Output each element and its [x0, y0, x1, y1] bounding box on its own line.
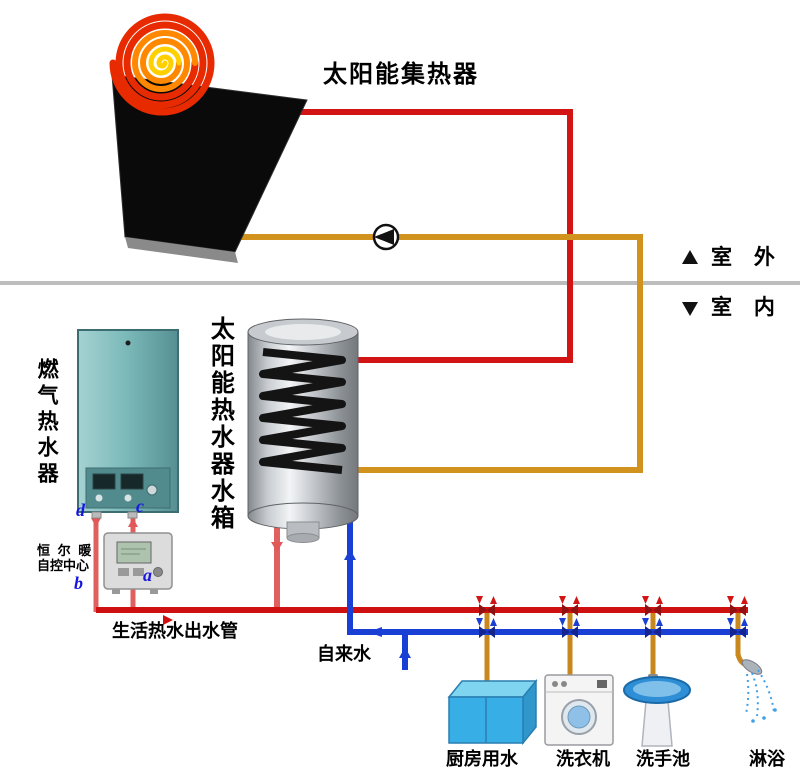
kitchen-sink: [447, 678, 538, 746]
arrow-right-hot-out: [163, 615, 173, 625]
tap-water-label: 自来水: [317, 644, 371, 664]
indoor-triangle-icon: [682, 302, 698, 316]
outdoor-triangle-icon: [682, 250, 698, 264]
arrow-down-tank-outlet: [271, 542, 283, 552]
control-center-label-line1: 恒 尔 暖: [37, 543, 94, 558]
arrow-down-port-d: [91, 518, 101, 527]
port-b-label: b: [74, 573, 83, 593]
port-c-label: c: [136, 496, 144, 516]
gas-heater-label: 燃气热水器: [35, 358, 59, 488]
arrow-up-tap-inlet: [399, 647, 411, 658]
tank-label: 太阳能热水器水箱: [206, 316, 234, 532]
wash-basin: [623, 674, 691, 747]
port-a-label: a: [143, 565, 152, 585]
pump-icon: [372, 223, 400, 251]
wash-basin-label: 洗手池: [636, 749, 690, 769]
shower-label: 淋浴: [749, 749, 785, 769]
cold-water-main-pipe: [347, 520, 748, 635]
outdoor-label: 室 外: [711, 246, 783, 269]
hot-water-out-label: 生活热水出水管: [112, 621, 238, 641]
solar-return-pipe: [225, 234, 643, 473]
arrow-up-tank-cold-inlet: [344, 549, 356, 560]
collector-title: 太阳能集热器: [323, 61, 479, 88]
control-center-label-line2: 自控中心: [37, 558, 90, 573]
shower-head: [735, 653, 777, 723]
flow-arrows: [91, 518, 411, 658]
gas-water-heater: [77, 329, 179, 519]
washing-machine: [544, 674, 614, 746]
tank-heat-exchanger-coil: [259, 348, 346, 474]
kitchen-label: 厨房用水: [446, 749, 518, 769]
solar-tank: [247, 318, 359, 543]
control-center-box: [103, 532, 173, 594]
indoor-label: 室 内: [711, 296, 783, 319]
port-d-label: d: [76, 500, 85, 520]
arrow-left-tap-water: [368, 627, 382, 637]
arrow-up-port-c: [128, 518, 138, 527]
solar-collector-panel: [111, 74, 308, 263]
sun-icon: [109, 13, 215, 116]
washing-machine-label: 洗衣机: [556, 749, 610, 769]
